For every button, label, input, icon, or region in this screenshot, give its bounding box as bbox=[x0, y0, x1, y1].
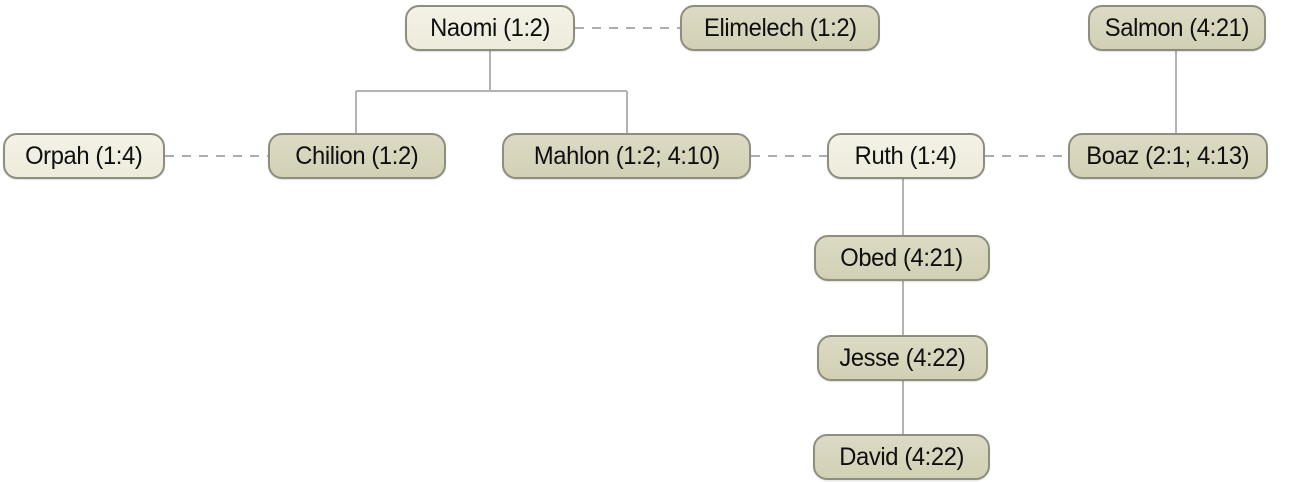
node-label-mahlon: Mahlon (1:2; 4:10) bbox=[533, 141, 720, 170]
node-label-chilion: Chilion (1:2) bbox=[295, 141, 419, 170]
node-label-obed: Obed (4:21) bbox=[840, 243, 964, 272]
node-mahlon: Mahlon (1:2; 4:10) bbox=[502, 133, 751, 179]
node-label-ruth: Ruth (1:4) bbox=[855, 141, 957, 170]
node-salmon: Salmon (4:21) bbox=[1088, 5, 1266, 51]
node-label-boaz: Boaz (2:1; 4:13) bbox=[1086, 141, 1250, 170]
node-naomi: Naomi (1:2) bbox=[405, 5, 575, 51]
node-label-orpah: Orpah (1:4) bbox=[25, 141, 143, 170]
node-label-naomi: Naomi (1:2) bbox=[430, 13, 550, 42]
node-orpah: Orpah (1:4) bbox=[3, 133, 165, 179]
node-boaz: Boaz (2:1; 4:13) bbox=[1068, 133, 1268, 179]
node-label-jesse: Jesse (4:22) bbox=[839, 343, 966, 372]
node-chilion: Chilion (1:2) bbox=[268, 133, 446, 179]
node-obed: Obed (4:21) bbox=[814, 235, 990, 281]
node-label-david: David (4:22) bbox=[839, 442, 964, 471]
node-elimelech: Elimelech (1:2) bbox=[680, 5, 880, 51]
node-david: David (4:22) bbox=[813, 434, 990, 480]
node-jesse: Jesse (4:22) bbox=[817, 335, 988, 381]
node-label-salmon: Salmon (4:21) bbox=[1104, 13, 1250, 42]
node-ruth: Ruth (1:4) bbox=[827, 133, 985, 179]
node-label-elimelech: Elimelech (1:2) bbox=[703, 13, 857, 42]
